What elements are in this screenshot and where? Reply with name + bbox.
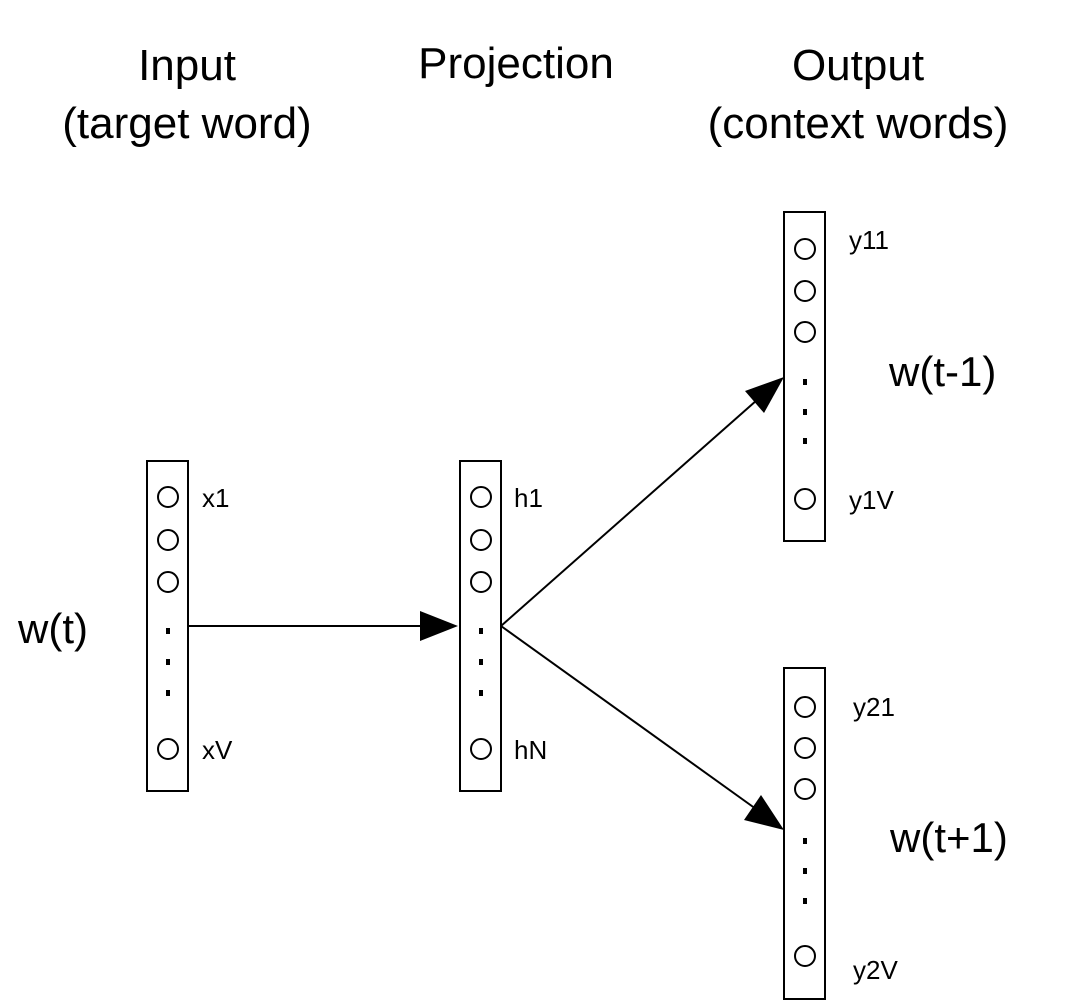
projection-ellipsis-dot-3: [479, 690, 483, 696]
input-layer-box: [146, 460, 189, 792]
input-node-3: [157, 571, 179, 593]
input-ellipsis-dot-1: [166, 628, 170, 634]
projection-to-output-1-arrow: [500, 399, 758, 627]
output-1-ellipsis-dot-3: [803, 438, 807, 444]
input-layer: x1 xV w(t): [17, 460, 233, 792]
output-2-node-1: [794, 696, 816, 718]
output-2-first-label: y21: [853, 692, 895, 722]
output-layer-1-box: [783, 211, 826, 542]
output-2-ellipsis-dot-2: [803, 868, 807, 874]
output-layer-2-box: [783, 667, 826, 1000]
output-1-word-label: w(t-1): [888, 348, 996, 395]
projection-layer-box: [459, 460, 502, 792]
input-word-label: w(t): [17, 605, 88, 652]
output-layer-2: y21 y2V w(t+1): [783, 667, 1008, 1000]
output-2-node-v: [794, 945, 816, 967]
output-2-node-3: [794, 778, 816, 800]
output-2-node-2: [794, 737, 816, 759]
projection-ellipsis-dot-2: [479, 659, 483, 665]
input-last-label: xV: [202, 735, 233, 765]
projection-node-2: [470, 529, 492, 551]
output-1-node-1: [794, 238, 816, 260]
input-node-1: [157, 486, 179, 508]
output-1-first-label: y11: [849, 225, 889, 255]
input-first-label: x1: [202, 483, 229, 513]
output-2-last-label: y2V: [853, 955, 898, 985]
output-1-node-3: [794, 321, 816, 343]
projection-layer: h1 hN: [459, 460, 547, 792]
input-header-subtitle: (target word): [62, 99, 311, 148]
input-ellipsis-dot-2: [166, 659, 170, 665]
projection-first-label: h1: [514, 483, 543, 513]
input-node-v: [157, 738, 179, 760]
output-1-node-v: [794, 488, 816, 510]
output-1-ellipsis-dot-1: [803, 379, 807, 385]
output-2-word-label: w(t+1): [889, 814, 1008, 861]
projection-node-1: [470, 486, 492, 508]
output-header-title: Output: [792, 41, 924, 90]
output-2-ellipsis-dot-1: [803, 838, 807, 844]
output-layer-1: y11 y1V w(t-1): [783, 211, 996, 542]
input-header-title: Input: [138, 41, 236, 90]
projection-node-n: [470, 738, 492, 760]
projection-ellipsis-dot-1: [479, 628, 483, 634]
projection-node-3: [470, 571, 492, 593]
connections: [188, 377, 784, 830]
projection-to-output-1-arrowhead: [745, 377, 784, 413]
output-header-subtitle: (context words): [708, 99, 1009, 148]
output-1-node-2: [794, 280, 816, 302]
projection-to-output-2-arrow: [500, 625, 757, 810]
input-node-2: [157, 529, 179, 551]
projection-last-label: hN: [514, 735, 547, 765]
output-2-ellipsis-dot-3: [803, 898, 807, 904]
output-1-ellipsis-dot-2: [803, 409, 807, 415]
projection-header: Projection: [418, 39, 614, 88]
input-to-projection-arrowhead: [420, 611, 458, 641]
input-ellipsis-dot-3: [166, 690, 170, 696]
projection-to-output-2-arrowhead: [744, 795, 784, 830]
output-1-last-label: y1V: [849, 485, 894, 515]
